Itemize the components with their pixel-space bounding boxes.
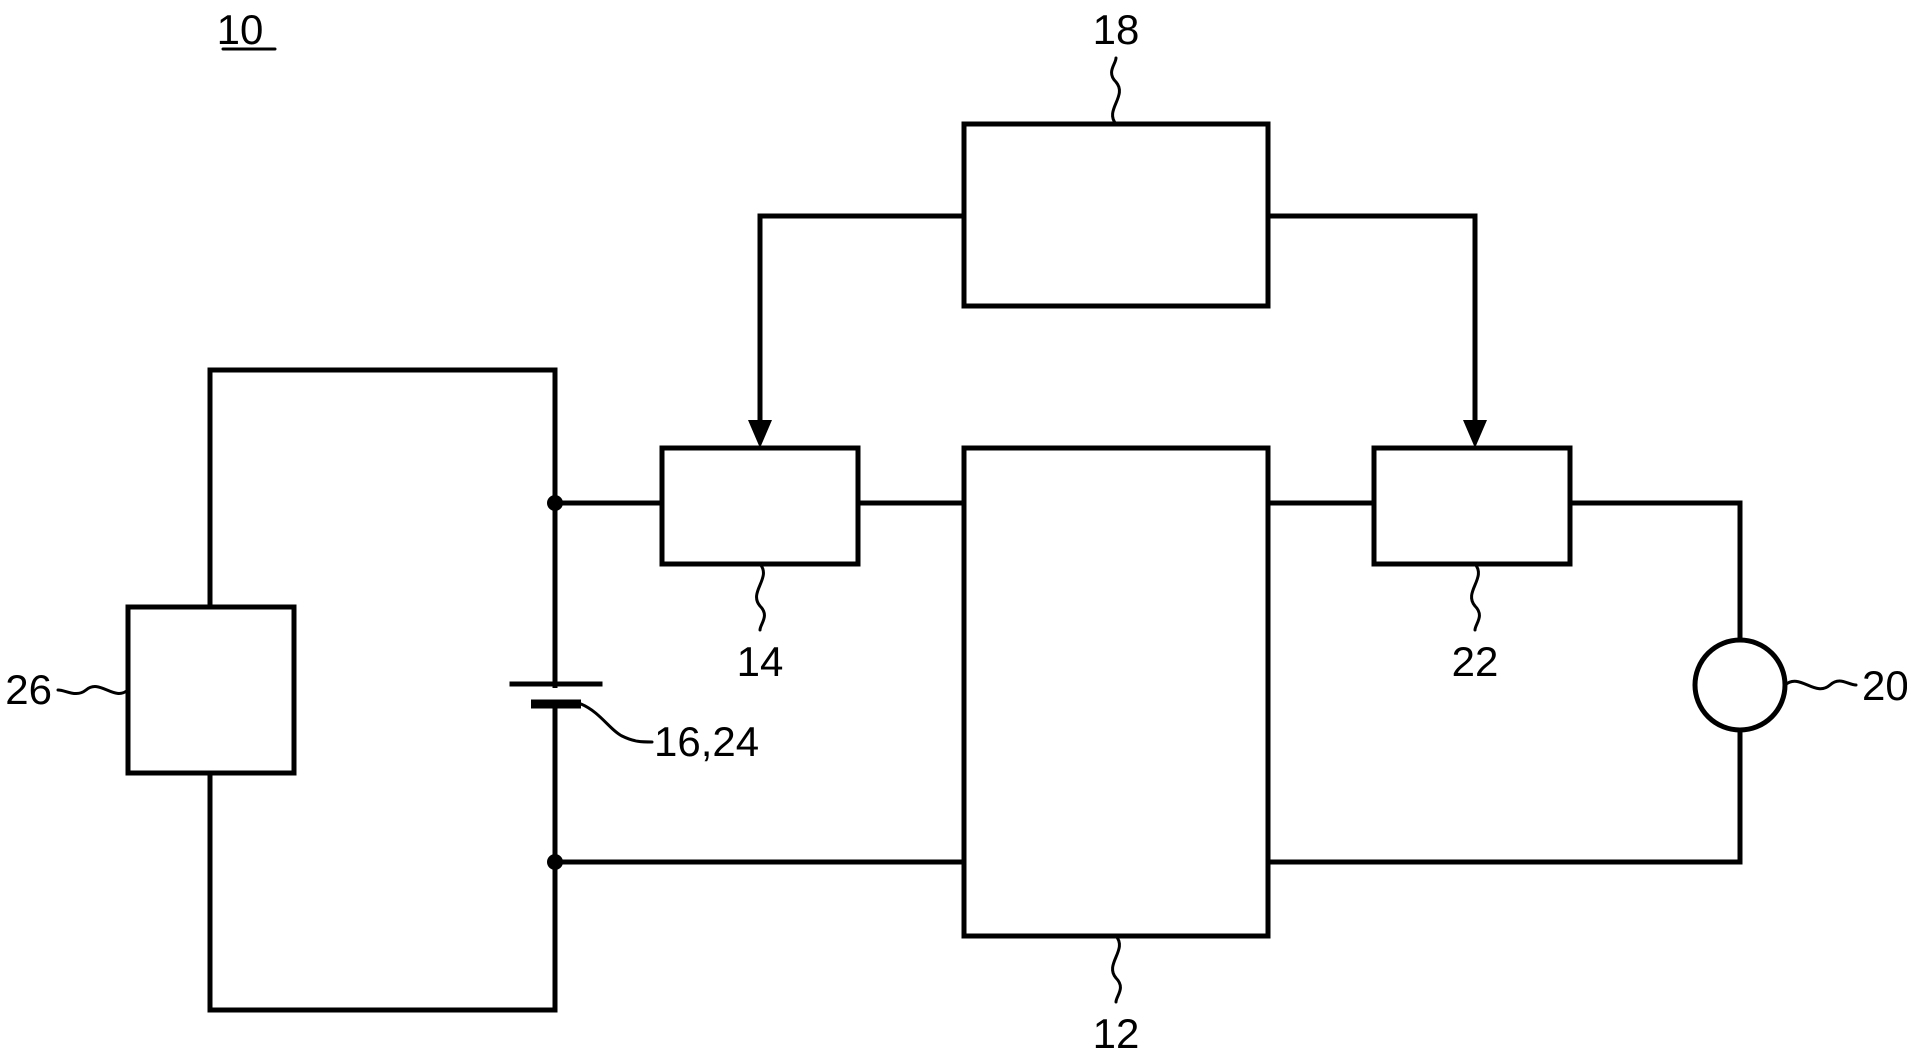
leader-motor [1783, 679, 1858, 691]
leader-controller [1110, 56, 1121, 126]
figure-number-label: 10 [217, 6, 264, 53]
leader-central-unit [1111, 934, 1122, 1004]
top-bus-right [1567, 500, 1743, 643]
first-switch-block [659, 445, 861, 567]
first-switch-label: 14 [737, 638, 784, 685]
second-switch-block [1371, 445, 1573, 567]
battery-label: 16,24 [654, 718, 759, 765]
control-line-to-second-switch [1267, 213, 1478, 428]
controller-block [961, 121, 1271, 309]
bottom-bus-right [1267, 727, 1743, 865]
central-unit-label: 12 [1093, 1010, 1140, 1056]
leader-second-switch [1470, 562, 1481, 632]
motor-label: 20 [1862, 662, 1907, 709]
control-line-to-first-switch [757, 213, 965, 428]
junction-dot-top [547, 495, 563, 511]
leader-external-unit [56, 685, 130, 696]
controller-label: 18 [1093, 6, 1140, 53]
external-unit-label: 26 [5, 666, 52, 713]
second-switch-label: 22 [1452, 638, 1499, 685]
arrowhead-first-switch [748, 420, 772, 448]
external-unit-block [125, 604, 297, 776]
junction-dot-bottom [547, 854, 563, 870]
leader-battery [579, 702, 654, 744]
leader-first-switch [755, 562, 766, 632]
arrowhead-second-switch [1463, 420, 1487, 448]
central-unit-block [961, 445, 1271, 939]
motor-symbol [1692, 637, 1788, 733]
